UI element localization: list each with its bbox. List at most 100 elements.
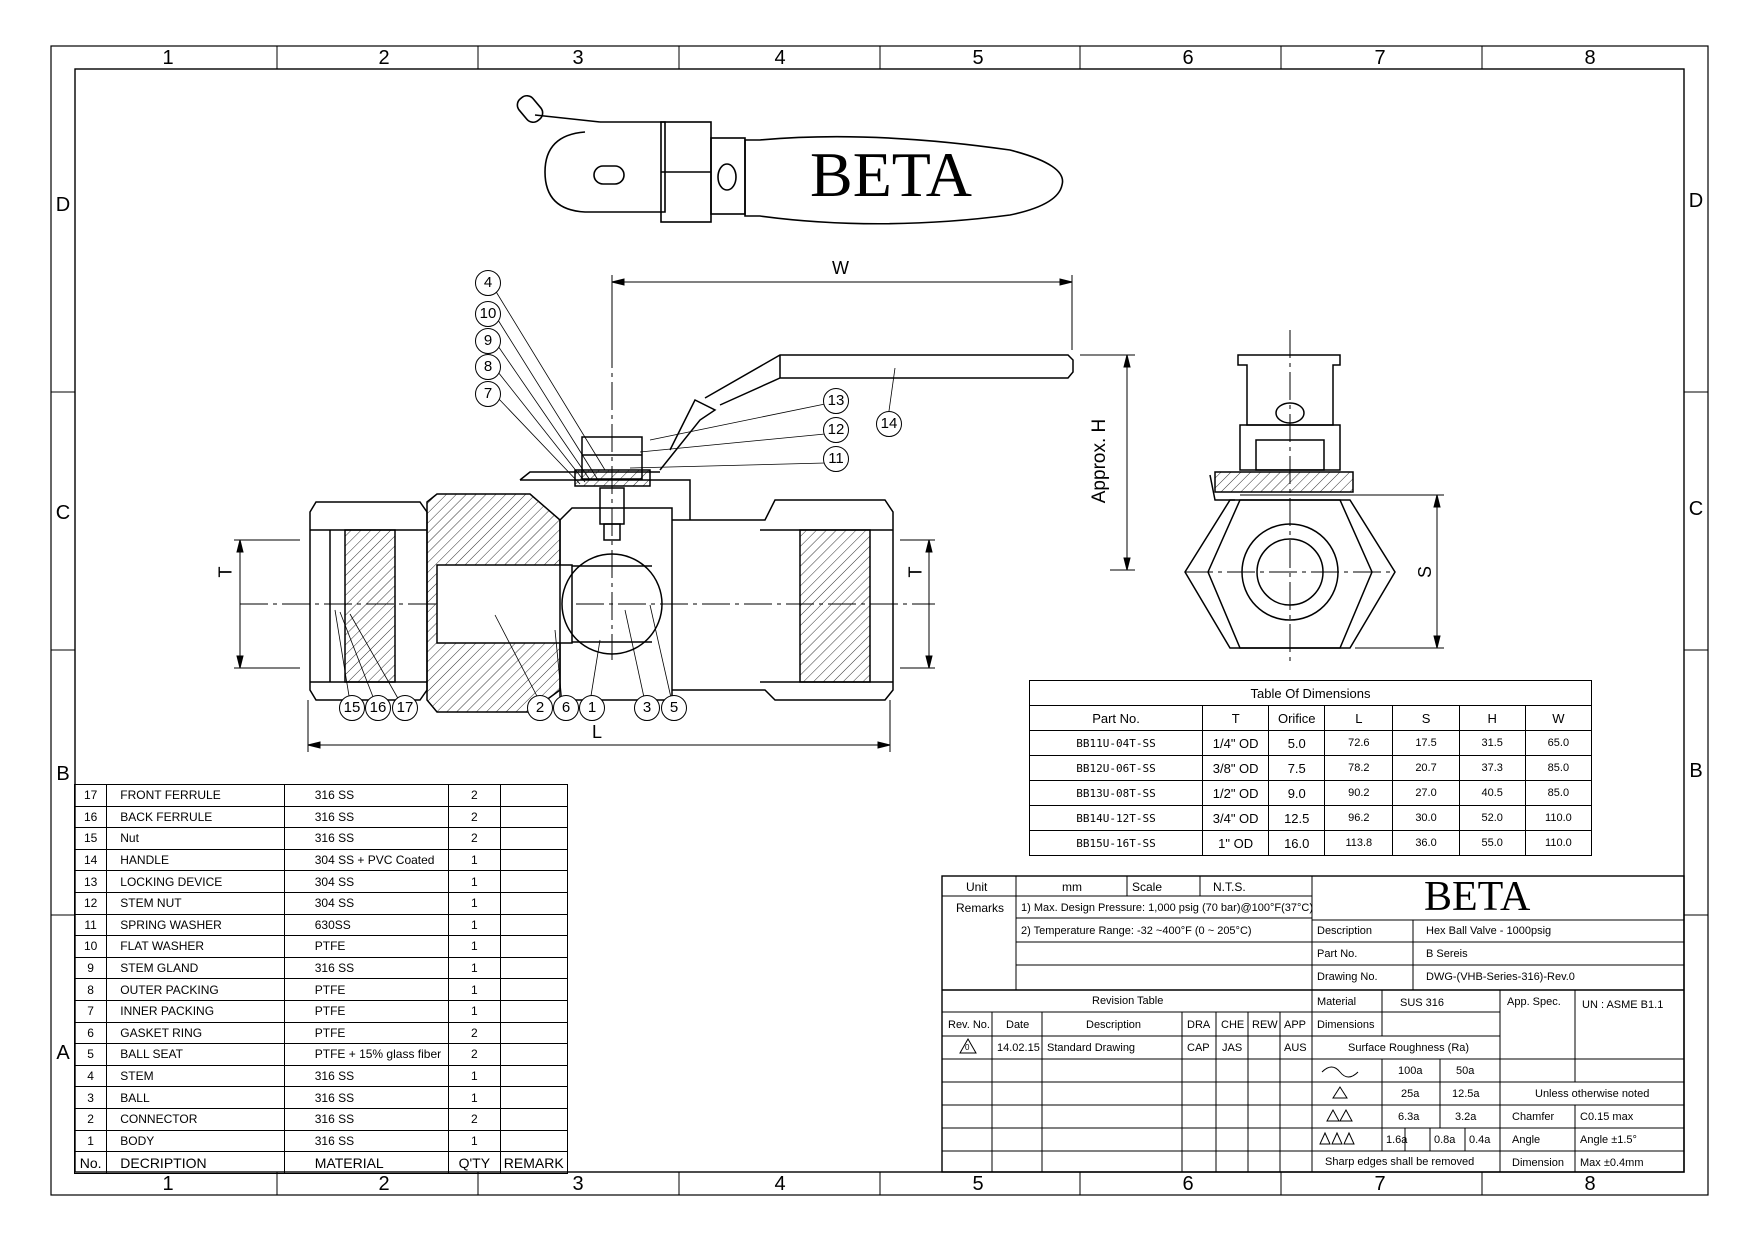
bom-cell-qty: 1 <box>448 978 501 1001</box>
zone-col-6-top: 6 <box>1182 47 1194 69</box>
bom-cell-material: 316 SS <box>283 1064 450 1088</box>
balloon-1: 1 <box>579 695 605 721</box>
bom-cell-material: 630SS <box>283 913 450 937</box>
bom-cell-description: GASKET RING <box>106 1021 285 1045</box>
remark-2: 2) Temperature Range: -32 ~400°F (0 ~ 20… <box>1021 925 1252 937</box>
roughness-2b: 12.5a <box>1452 1088 1480 1100</box>
dimensions-cell: 65.0 <box>1524 730 1593 756</box>
bom-header-qty: Q'TY <box>448 1151 501 1175</box>
dimensions-table: Table Of Dimensions Part No. T Orifice L… <box>1028 680 1593 856</box>
bom-cell-remark <box>499 1021 569 1045</box>
bom-cell-qty: 1 <box>448 870 501 893</box>
valve-side-view <box>1184 330 1396 665</box>
bom-cell-material: 316 SS <box>283 827 450 850</box>
bom-cell-qty: 1 <box>448 1129 501 1153</box>
bom-cell-material: PTFE <box>283 935 450 958</box>
bom-cell-description: STEM <box>106 1064 285 1088</box>
zone-col-7-top: 7 <box>1374 47 1386 69</box>
leader-lines <box>334 289 896 703</box>
bom-cell-remark <box>499 913 569 937</box>
dim-label-t-left: T <box>215 566 236 578</box>
bom-header-description: DECRIPTION <box>106 1151 285 1175</box>
bom-cell-no: 2 <box>73 1107 108 1131</box>
partno-value: B Sereis <box>1426 948 1468 960</box>
zone-col-4-bottom: 4 <box>774 1173 786 1195</box>
bom-cell-description: BACK FERRULE <box>106 805 285 829</box>
dimensions-cell: 55.0 <box>1458 830 1526 856</box>
bom-cell-no: 13 <box>73 870 108 893</box>
balloon-7: 7 <box>475 381 501 407</box>
zone-row-c-right: C <box>1688 498 1704 520</box>
balloon-3: 3 <box>634 695 660 721</box>
dimensions-cell: 12.5 <box>1268 805 1326 831</box>
unless-noted: Unless otherwise noted <box>1535 1088 1650 1100</box>
rev-header-no: Rev. No. <box>948 1019 990 1031</box>
bom-cell-no: 9 <box>73 956 108 980</box>
dimensions-cell: 110.0 <box>1524 805 1593 831</box>
bom-cell-material: 316 SS <box>283 784 450 807</box>
dimensions-cell: BB14U-12T-SS <box>1028 805 1204 831</box>
zone-row-c-left: C <box>55 502 71 524</box>
bom-cell-no: 14 <box>73 848 108 872</box>
balloon-17: 17 <box>392 695 418 721</box>
bom-cell-material: 316 SS <box>283 1129 450 1153</box>
bom-cell-remark <box>499 827 569 850</box>
roughness-1b: 50a <box>1456 1065 1475 1077</box>
roughness-4b: 0.8a <box>1434 1134 1456 1146</box>
zone-col-5-top: 5 <box>972 47 984 69</box>
dimensions-cell: 72.6 <box>1324 730 1394 756</box>
bom-cell-description: CONNECTOR <box>106 1107 285 1131</box>
dim-header-l: L <box>1324 705 1394 731</box>
balloon-6: 6 <box>553 695 579 721</box>
bom-cell-remark <box>499 956 569 980</box>
bom-header-material: MATERIAL <box>283 1151 450 1175</box>
dim-header-partno: Part No. <box>1028 705 1204 731</box>
rev-header-app: APP <box>1284 1019 1307 1031</box>
dimensions-cell: 85.0 <box>1524 780 1593 806</box>
zone-col-4-top: 4 <box>774 47 786 69</box>
dimensions-cell: 96.2 <box>1324 805 1394 831</box>
zone-col-8-bottom: 8 <box>1584 1173 1596 1195</box>
chamfer-value: C0.15 max <box>1580 1111 1634 1123</box>
partno-label: Part No. <box>1317 948 1358 960</box>
rev-description: Standard Drawing <box>1047 1042 1136 1054</box>
rev-app: AUS <box>1284 1042 1307 1054</box>
dimensions-cell: 78.2 <box>1324 755 1394 781</box>
material-value: SUS 316 <box>1400 997 1445 1009</box>
zone-col-6-bottom: 6 <box>1182 1173 1194 1195</box>
zone-row-a-left: A <box>56 1042 70 1064</box>
dimensions-cell: 113.8 <box>1324 830 1394 856</box>
bom-cell-qty: 2 <box>448 805 501 829</box>
dim-header-w: W <box>1524 705 1593 731</box>
rev-che: JAS <box>1222 1042 1243 1054</box>
dimensions-cell: BB11U-04T-SS <box>1028 730 1204 756</box>
remarks-label: Remarks <box>956 901 1005 915</box>
bom-cell-material: 316 SS <box>283 1107 450 1131</box>
bom-cell-material: PTFE + 15% glass fiber <box>283 1043 450 1066</box>
dim-label-t-right: T <box>905 566 926 578</box>
dimensions-cell: 16.0 <box>1268 830 1326 856</box>
dimensions-cell: 1/2" OD <box>1202 780 1270 806</box>
bom-cell-remark <box>499 784 569 807</box>
zone-col-1-bottom: 1 <box>162 1173 174 1195</box>
material-label: Material <box>1317 996 1357 1008</box>
sharp-edges-note: Sharp edges shall be removed <box>1325 1156 1475 1168</box>
bom-cell-material: 304 SS <box>283 891 450 915</box>
bom-cell-qty: 1 <box>448 848 501 872</box>
balloon-10: 10 <box>475 301 501 327</box>
rev-header-che: CHE <box>1221 1019 1245 1031</box>
roughness-4c: 0.4a <box>1469 1134 1491 1146</box>
handle-top-view <box>516 94 1064 225</box>
zone-row-b-left: B <box>56 763 70 785</box>
rev-header-dra: DRA <box>1187 1019 1211 1031</box>
